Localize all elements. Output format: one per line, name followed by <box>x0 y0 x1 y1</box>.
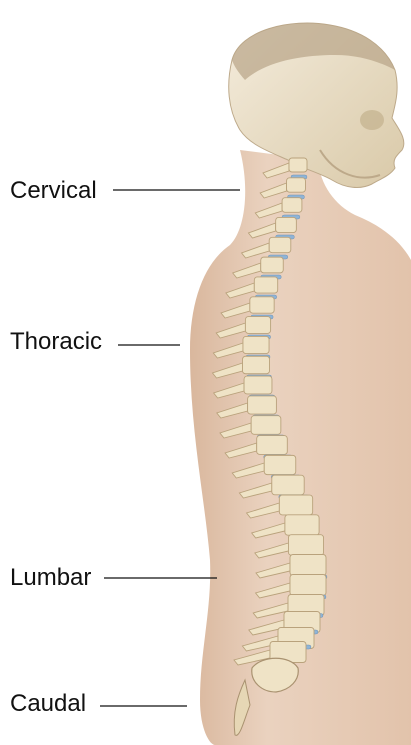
vertebra <box>244 376 272 394</box>
vertebra <box>285 515 319 535</box>
vertebra <box>261 257 284 273</box>
vertebra <box>279 495 312 515</box>
vertebra <box>243 356 270 374</box>
label-caudal: Caudal <box>10 690 86 718</box>
vertebra <box>287 178 306 192</box>
vertebra <box>276 217 297 232</box>
vertebra <box>254 277 277 293</box>
label-thoracic: Thoracic <box>10 328 102 356</box>
vertebra <box>269 237 291 252</box>
label-lumbar: Lumbar <box>10 564 91 592</box>
vertebra <box>251 416 281 435</box>
vertebra <box>250 297 274 313</box>
vertebra <box>272 475 304 495</box>
eye-socket <box>360 110 384 130</box>
vertebra <box>245 317 270 334</box>
vertebra <box>289 158 307 172</box>
vertebra <box>257 436 288 455</box>
vertebra <box>248 396 277 414</box>
vertebra <box>288 535 323 556</box>
vertebra <box>290 555 326 576</box>
vertebra <box>290 575 326 596</box>
label-cervical: Cervical <box>10 177 97 205</box>
vertebra <box>264 455 296 474</box>
vertebra <box>282 198 302 213</box>
vertebra <box>243 336 269 353</box>
